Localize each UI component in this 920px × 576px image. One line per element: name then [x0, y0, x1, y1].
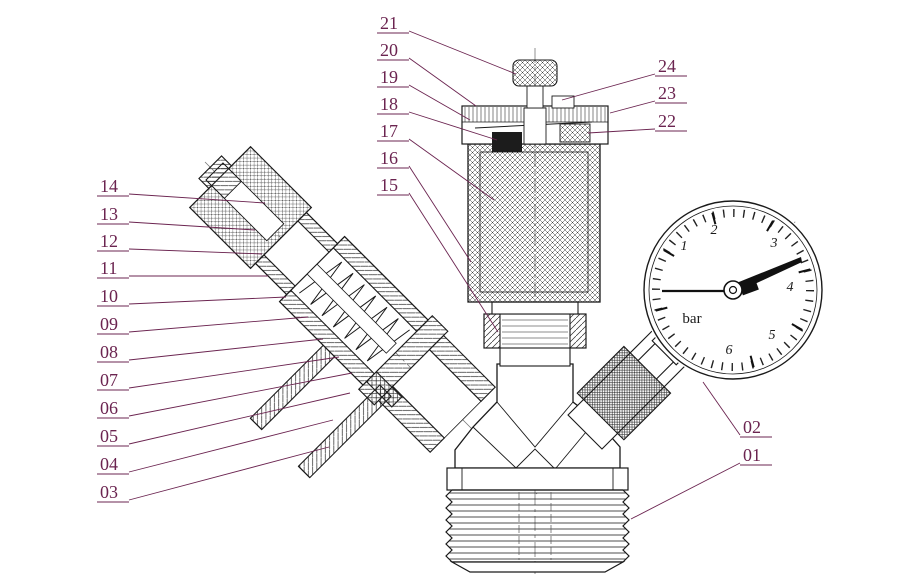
gauge-major-ticks: [655, 212, 811, 368]
callout-label-02: 02: [743, 417, 761, 437]
callout-12: 12: [97, 231, 263, 255]
callout-label-11: 11: [100, 258, 117, 278]
callout-11: 11: [97, 258, 268, 279]
gauge-tick-ring: [652, 209, 814, 371]
dial-number-1: 1: [681, 239, 688, 254]
callout-label-13: 13: [100, 204, 118, 224]
callout-label-19: 19: [380, 67, 398, 87]
callout-19: 19: [377, 67, 471, 121]
callout-label-12: 12: [100, 231, 118, 251]
callout-08: 08: [97, 338, 324, 363]
callout-24: 24: [561, 56, 687, 101]
dial-number-3: 3: [770, 236, 778, 251]
callout-label-07: 07: [100, 370, 118, 390]
dial-number-2: 2: [711, 223, 718, 238]
callout-label-03: 03: [100, 482, 118, 502]
callout-07: 07: [97, 356, 340, 391]
gauge-needle: [662, 257, 802, 300]
gauge-dial-numbers: 1 2 3 4 5 6: [681, 223, 794, 358]
callout-label-22: 22: [658, 111, 676, 131]
valve-body: [454, 363, 621, 469]
dial-number-4: 4: [787, 280, 794, 295]
callout-20: 20: [377, 40, 477, 107]
callout-label-06: 06: [100, 398, 118, 418]
callout-04: 04: [97, 419, 334, 475]
callout-label-14: 14: [100, 176, 118, 196]
pressure-gauge: 1 2 3 4 5 6 bar: [642, 199, 824, 381]
callout-02: 02: [702, 381, 772, 438]
callout-14: 14: [97, 176, 266, 204]
callout-label-23: 23: [658, 83, 676, 103]
callout-17: 17: [377, 121, 495, 201]
callout-label-16: 16: [380, 148, 398, 168]
callout-label-18: 18: [380, 94, 398, 114]
callout-label-17: 17: [380, 121, 398, 141]
bottom-thread-connection: [445, 467, 630, 573]
dial-number-5: 5: [769, 328, 776, 343]
callout-label-08: 08: [100, 342, 118, 362]
callout-01: 01: [630, 445, 772, 520]
callout-label-10: 10: [100, 286, 118, 306]
callout-13: 13: [97, 204, 256, 231]
safety-valve-cartridge: [188, 145, 496, 453]
dial-number-6: 6: [726, 343, 733, 358]
callout-label-05: 05: [100, 426, 118, 446]
callout-label-15: 15: [380, 175, 398, 195]
callout-label-24: 24: [658, 56, 676, 76]
callouts: 14 13 12 11 10 09 08 07 06 05 04 03 21 2…: [97, 13, 772, 520]
callout-label-09: 09: [100, 314, 118, 334]
callout-18: 18: [377, 94, 498, 141]
callout-16: 16: [377, 148, 472, 263]
callout-03: 03: [97, 446, 330, 503]
callout-label-20: 20: [380, 40, 398, 60]
callout-22: 22: [587, 111, 687, 134]
callout-label-21: 21: [380, 13, 398, 33]
callout-23: 23: [609, 83, 687, 114]
callout-05: 05: [97, 392, 351, 447]
air-vent: [461, 59, 609, 367]
callout-label-04: 04: [100, 454, 118, 474]
callout-15: 15: [377, 175, 499, 333]
callout-21: 21: [377, 13, 517, 75]
callout-label-01: 01: [743, 445, 761, 465]
callout-09: 09: [97, 314, 309, 335]
gauge-unit-label: bar: [682, 311, 701, 327]
callout-06: 06: [97, 372, 353, 419]
callout-10: 10: [97, 286, 287, 307]
